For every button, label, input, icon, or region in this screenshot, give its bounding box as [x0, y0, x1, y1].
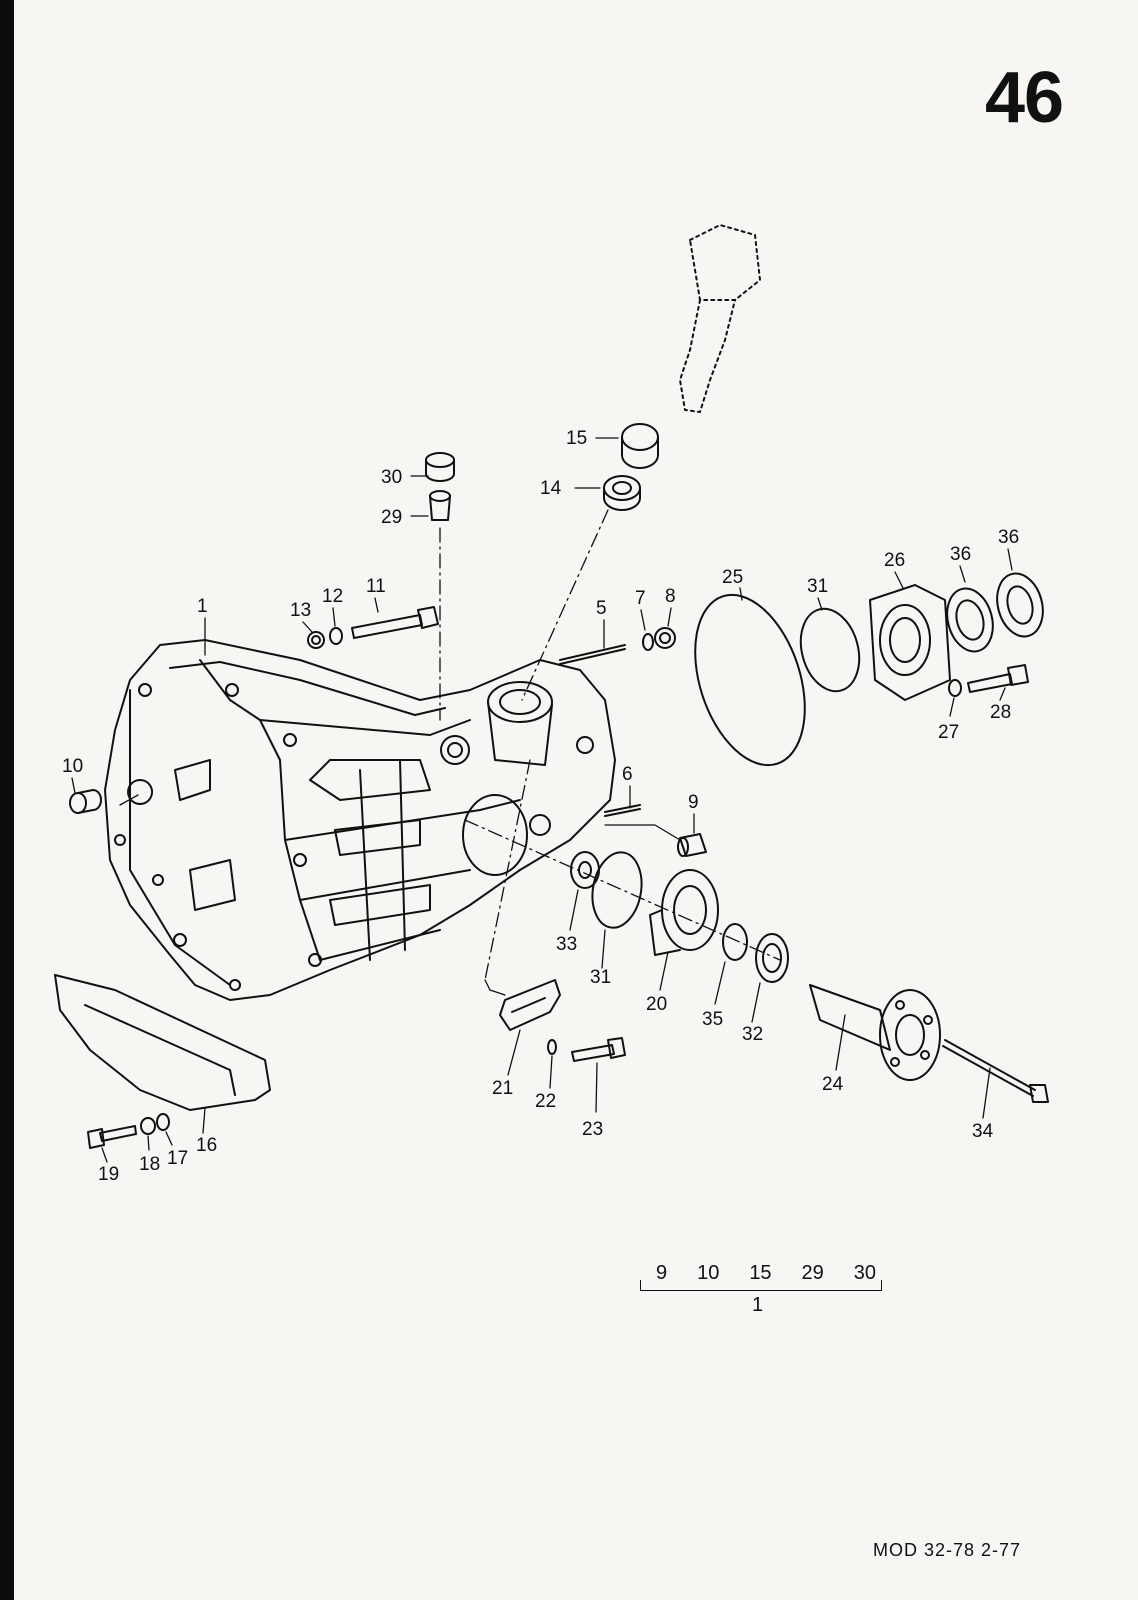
plug-30: [425, 452, 455, 482]
seal-32: [755, 933, 789, 983]
callout-16: 16: [196, 1135, 217, 1156]
input-shaft: [679, 224, 761, 413]
assembly-group-bracket: 9 10 15 29 30 1: [640, 1262, 885, 1322]
callout-36-a: 36: [950, 544, 971, 565]
cover-plate-16: [54, 974, 271, 1111]
callout-34: 34: [972, 1121, 994, 1142]
callout-22: 22: [535, 1091, 556, 1112]
callout-15: 15: [566, 428, 587, 449]
nut-13: [307, 631, 325, 649]
callout-31-lower: 31: [590, 967, 611, 988]
gasket-25: [694, 593, 806, 767]
washer-7: [642, 633, 654, 651]
seal-36-a: [946, 587, 994, 653]
callout-6: 6: [622, 764, 633, 785]
clamp-21: [499, 979, 561, 1031]
bolt-28: [967, 664, 1029, 693]
callout-23: 23: [582, 1119, 603, 1140]
callout-12: 12: [322, 586, 343, 607]
callout-labels: 1 5 6 7 8 9 10 11 12 13 14 15 16 17 18 1…: [62, 428, 1019, 1185]
callout-17: 17: [167, 1148, 188, 1169]
assembly-part: 29: [801, 1262, 824, 1284]
callout-30: 30: [381, 467, 402, 488]
ring-nut-20: [649, 869, 719, 956]
callout-18: 18: [139, 1154, 160, 1175]
nut-8: [654, 627, 676, 649]
seal-14: [603, 475, 641, 511]
callout-28: 28: [990, 702, 1011, 723]
page-edge-bar: [0, 0, 14, 1600]
washer-17: [156, 1113, 170, 1131]
callout-25: 25: [722, 567, 743, 588]
callout-29: 29: [381, 507, 402, 528]
callout-27: 27: [938, 722, 959, 743]
flange-26: [869, 584, 951, 701]
callout-9: 9: [688, 792, 699, 813]
washer-27: [948, 679, 962, 697]
callout-33: 33: [556, 934, 577, 955]
assembly-part: 15: [749, 1262, 772, 1284]
stud-5: [559, 644, 626, 665]
bolt-34: [942, 1039, 1049, 1103]
bolt-19: [87, 1125, 137, 1149]
bolt-11: [351, 606, 439, 639]
bush-10: [69, 789, 102, 814]
callout-32: 32: [742, 1024, 763, 1045]
o-ring-31-upper: [799, 607, 861, 693]
footer-code: MOD 32-78 2-77: [873, 1540, 1022, 1560]
callout-36-b: 36: [998, 527, 1019, 548]
washer-12: [329, 627, 343, 645]
bracket-line: [640, 1280, 882, 1291]
callout-35: 35: [702, 1009, 723, 1030]
page-number: 46: [985, 58, 1064, 138]
callout-21: 21: [492, 1078, 513, 1099]
callout-11: 11: [366, 576, 386, 597]
callout-7: 7: [635, 588, 646, 609]
washer-35: [722, 923, 748, 961]
callout-8: 8: [665, 586, 676, 607]
assembly-parent-number: 1: [752, 1294, 764, 1316]
plug-9: [677, 833, 707, 857]
callout-31-upper: 31: [807, 576, 828, 597]
needle-bearing-15: [621, 423, 659, 469]
callout-19: 19: [98, 1164, 119, 1185]
assembly-part: 10: [697, 1262, 720, 1284]
assembly-part-numbers: 9 10 15 29 30: [656, 1262, 876, 1285]
washer-22: [547, 1039, 557, 1055]
assembly-part: 30: [853, 1262, 876, 1284]
callout-26: 26: [884, 550, 905, 571]
assembly-part: 9: [656, 1262, 668, 1284]
callout-1: 1: [197, 596, 208, 617]
o-ring-31-lower: [591, 851, 643, 929]
stud-6: [604, 804, 641, 817]
callout-13: 13: [290, 600, 311, 621]
nut-18: [140, 1117, 156, 1135]
assembly-axes: [439, 509, 781, 981]
callout-ticks: [71, 437, 1013, 1163]
callout-20: 20: [646, 994, 667, 1015]
bolt-23: [571, 1037, 626, 1062]
screw-29: [429, 490, 451, 521]
callout-5: 5: [596, 598, 607, 619]
callout-14: 14: [540, 478, 562, 499]
callout-10: 10: [62, 756, 83, 777]
callout-24: 24: [822, 1074, 844, 1095]
leader-lines: [119, 794, 681, 996]
flange-shaft-24: [809, 984, 941, 1081]
gearbox-housing: [104, 639, 616, 1001]
seal-36-b: [996, 572, 1044, 638]
